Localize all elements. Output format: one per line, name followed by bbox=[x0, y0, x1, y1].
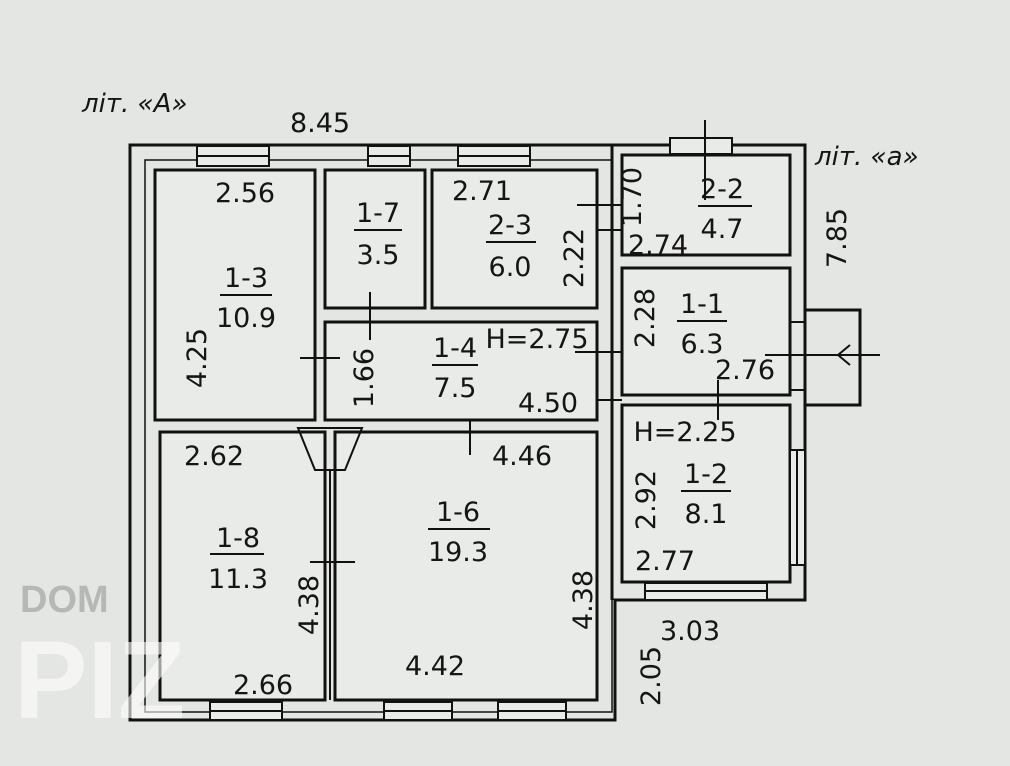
dim-1-4-height: 1.66 bbox=[349, 348, 380, 408]
dim-overall-width: 8.45 bbox=[290, 108, 350, 139]
dim-1-2-height: 2.92 bbox=[631, 470, 662, 530]
room-area: 11.3 bbox=[208, 564, 268, 595]
dim-1-2-ceiling: H=2.25 bbox=[633, 417, 736, 448]
dim-1-4-ceiling: H=2.75 bbox=[485, 324, 588, 355]
dim-overall-height-a: 7.85 bbox=[822, 208, 853, 268]
dimension-ticks bbox=[300, 120, 880, 700]
dim-2-2-height: 1.70 bbox=[617, 167, 648, 227]
room-1-8 bbox=[158, 430, 327, 702]
dim-1-3-width: 2.56 bbox=[215, 178, 275, 209]
room-id: 2-3 bbox=[488, 210, 532, 241]
dim-1-8-top: 2.62 bbox=[184, 441, 244, 472]
dim-1-8-height: 4.38 bbox=[294, 575, 325, 635]
room-id: 1-6 bbox=[436, 497, 480, 528]
room-id: 1-3 bbox=[224, 263, 268, 294]
outer-wall-lit-A-inner bbox=[144, 159, 613, 713]
dimensions: 8.45 7.85 2.56 4.25 2.71 2.22 1.70 2.74 … bbox=[182, 108, 853, 706]
label-lit-A: літ. «А» bbox=[81, 89, 187, 119]
room-area: 6.3 bbox=[681, 329, 724, 360]
dim-1-1-height: 2.28 bbox=[630, 288, 661, 348]
room-id: 1-4 bbox=[433, 333, 477, 364]
room-area: 4.7 bbox=[701, 214, 744, 245]
dim-1-6-top: 4.46 bbox=[492, 441, 552, 472]
room-1-1 bbox=[620, 266, 792, 397]
dim-2-3-height: 2.22 bbox=[559, 228, 590, 288]
room-labels: 1-3 10.9 1-7 3.5 2-3 6.0 2-2 4.7 1-1 6.3… bbox=[208, 174, 752, 595]
svg-text:DOM: DOM bbox=[20, 579, 109, 621]
watermark-logo: DOM PIZ bbox=[14, 579, 185, 742]
hall-wedge bbox=[296, 427, 364, 471]
room-id: 1-2 bbox=[684, 459, 728, 490]
room-area: 10.9 bbox=[216, 303, 276, 334]
room-2-3 bbox=[430, 168, 599, 310]
room-id: 2-2 bbox=[700, 174, 744, 205]
dim-1-6-height: 4.38 bbox=[568, 570, 599, 630]
dim-ext-height: 2.05 bbox=[636, 646, 667, 706]
porch bbox=[805, 308, 862, 407]
room-1-7 bbox=[323, 168, 427, 310]
room-area: 6.0 bbox=[489, 252, 532, 283]
dim-1-4-width: 4.50 bbox=[518, 388, 578, 419]
dim-1-6-bottom: 4.42 bbox=[405, 651, 465, 682]
dim-ext-width: 3.03 bbox=[660, 616, 720, 647]
room-1-6 bbox=[333, 430, 599, 702]
label-lit-a: літ. «а» bbox=[814, 142, 919, 172]
dim-1-1-width: 2.76 bbox=[715, 355, 775, 386]
dim-2-2-width: 2.74 bbox=[628, 230, 688, 261]
room-id: 1-1 bbox=[680, 289, 724, 320]
dim-1-3-height: 4.25 bbox=[182, 328, 213, 388]
room-id: 1-8 bbox=[216, 523, 260, 554]
room-area: 3.5 bbox=[357, 240, 400, 271]
dim-2-3-width: 2.71 bbox=[452, 176, 512, 207]
room-area: 8.1 bbox=[685, 499, 728, 530]
dim-1-2-width: 2.77 bbox=[635, 546, 695, 577]
svg-text:PIZ: PIZ bbox=[14, 619, 185, 742]
outer-wall-lit-A bbox=[128, 143, 807, 722]
windows bbox=[196, 137, 806, 721]
room-area: 19.3 bbox=[428, 537, 488, 568]
room-area: 7.5 bbox=[434, 373, 477, 404]
room-id: 1-7 bbox=[356, 198, 400, 229]
dim-1-8-bottom: 2.66 bbox=[233, 670, 293, 701]
